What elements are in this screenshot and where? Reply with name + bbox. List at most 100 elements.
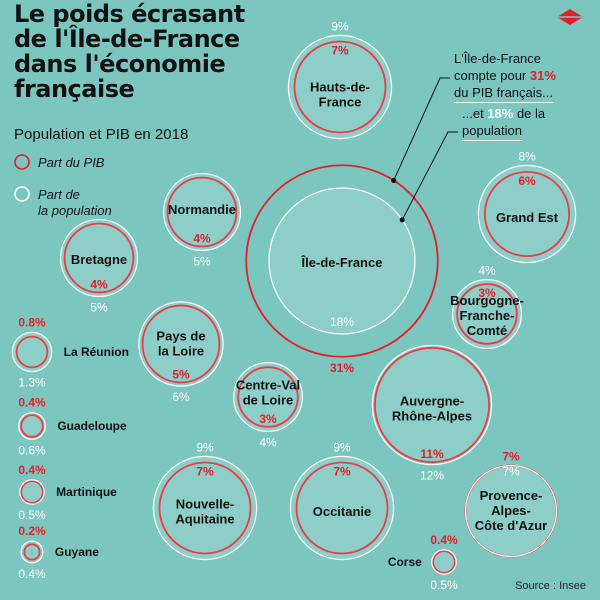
pib-circle	[432, 550, 456, 574]
pib-value-label: 0.4%	[18, 463, 46, 477]
pib-value-label: 7%	[333, 464, 351, 478]
pib-value-label: 6%	[518, 174, 536, 188]
region-label: Guadeloupe	[57, 419, 127, 433]
region-label: Alpes-	[491, 503, 531, 518]
pib-value-label: 4%	[90, 277, 108, 291]
pib-value-label: 3%	[478, 286, 496, 300]
pib-circle	[166, 176, 238, 248]
pib-value-label: 0.4%	[430, 533, 458, 547]
population-value-label: 4%	[259, 435, 277, 449]
region-label: Côte d'Azur	[475, 518, 547, 533]
annotation-text: compte pour	[454, 68, 530, 83]
population-circle	[464, 464, 558, 558]
annotation-pib-value: 31%	[529, 68, 556, 83]
annotation-line: du PIB français...	[454, 84, 553, 103]
region-label: Normandie	[168, 202, 236, 217]
population-circle	[162, 172, 242, 252]
population-value-label: 0.6%	[18, 443, 46, 457]
pib-value-label: 31%	[330, 361, 354, 375]
pib-circle	[237, 366, 299, 428]
region-label: Martinique	[56, 485, 117, 499]
annotation-text: de la	[513, 106, 546, 121]
logo-icon	[557, 9, 583, 25]
annotation-leader-pop	[401, 131, 458, 221]
pib-value-label: 0.4%	[18, 396, 46, 410]
region-label: de Loire	[243, 393, 294, 408]
pib-circle	[374, 347, 490, 463]
region-label: Grand Est	[496, 210, 559, 225]
population-value-label: 9%	[196, 440, 214, 454]
population-circle	[152, 455, 258, 561]
population-circle	[477, 164, 577, 264]
annotation-line: L'Île-de-France	[454, 51, 542, 66]
population-circle	[452, 279, 523, 350]
population-value-label: 0.4%	[18, 567, 46, 581]
region-label: Comté	[467, 323, 507, 338]
pib-value-label: 7%	[196, 464, 214, 478]
pib-circle	[20, 480, 44, 504]
population-circle	[20, 540, 44, 564]
population-circle	[268, 187, 416, 335]
title-line: française	[14, 75, 135, 103]
pib-circle	[295, 461, 389, 555]
pib-circle	[245, 164, 439, 358]
population-circle	[138, 301, 224, 387]
population-value-label: 18%	[330, 315, 354, 329]
pib-circle	[141, 304, 221, 384]
pib-circle	[15, 335, 49, 369]
pib-value-label: 3%	[259, 412, 277, 426]
legend-population-swatch	[14, 186, 30, 202]
annotation-line: population	[462, 122, 522, 141]
population-value-label: 9%	[331, 19, 349, 33]
legend-pib-swatch	[14, 154, 30, 170]
annotation-pib: L'Île-de-France compte pour 31% du PIB f…	[454, 50, 556, 103]
pib-value-label: 7%	[331, 43, 349, 57]
title-line: Le poids écrasant	[14, 0, 245, 28]
annotation-leader-pib	[393, 77, 450, 181]
population-value-label: 12%	[420, 469, 444, 483]
annotation-line: ...et 18% de la	[462, 105, 545, 122]
source-note: Source : Insee	[515, 580, 586, 592]
region-label: Aquitaine	[175, 512, 234, 527]
population-circle	[289, 455, 395, 561]
region-label: Centre-Val	[236, 378, 300, 393]
population-value-label: 6%	[172, 390, 190, 404]
region-label: Guyane	[55, 545, 99, 559]
population-value-label: 7%	[502, 464, 520, 478]
population-circle	[287, 34, 393, 140]
region-label: Auvergne-	[400, 394, 464, 409]
region-label: la Loire	[158, 344, 204, 359]
pib-value-label: 0.8%	[18, 315, 46, 329]
population-value-label: 5%	[193, 254, 211, 268]
region-label: Provence-	[480, 488, 543, 503]
region-label: France	[319, 95, 362, 110]
chart-subtitle: Population et PIB en 2018	[14, 126, 189, 143]
title-line: dans l'économie	[14, 50, 226, 78]
population-circle	[18, 412, 46, 440]
pib-circle	[20, 414, 44, 438]
pib-circle	[63, 222, 135, 294]
legend-label: Part du PIB	[38, 155, 105, 170]
pib-circle	[293, 40, 387, 134]
region-label: Pays de	[156, 329, 205, 344]
region-label: La Réunion	[64, 345, 129, 359]
title-line: de l'Île-de-France	[14, 25, 240, 53]
region-label: Bourgogne-	[450, 293, 524, 308]
pib-value-label: 4%	[193, 231, 211, 245]
chart-title: Le poids écrasant de l'Île-de-France dan…	[14, 2, 314, 102]
pib-circle	[456, 283, 518, 345]
population-value-label: 8%	[518, 149, 536, 163]
population-value-label: 4%	[478, 264, 496, 278]
population-value-label: 1.3%	[18, 376, 46, 390]
population-circle	[431, 549, 457, 575]
legend-label: Part de	[38, 187, 80, 202]
annotation-dot	[399, 217, 405, 223]
population-circle	[59, 218, 139, 298]
pib-value-label: 7%	[502, 449, 520, 463]
annotation-line: compte pour 31%	[454, 67, 556, 84]
region-label: Corse	[388, 555, 422, 569]
region-label: Hauts-de-	[310, 80, 370, 95]
population-value-label: 5%	[90, 300, 108, 314]
population-circle	[371, 344, 493, 466]
